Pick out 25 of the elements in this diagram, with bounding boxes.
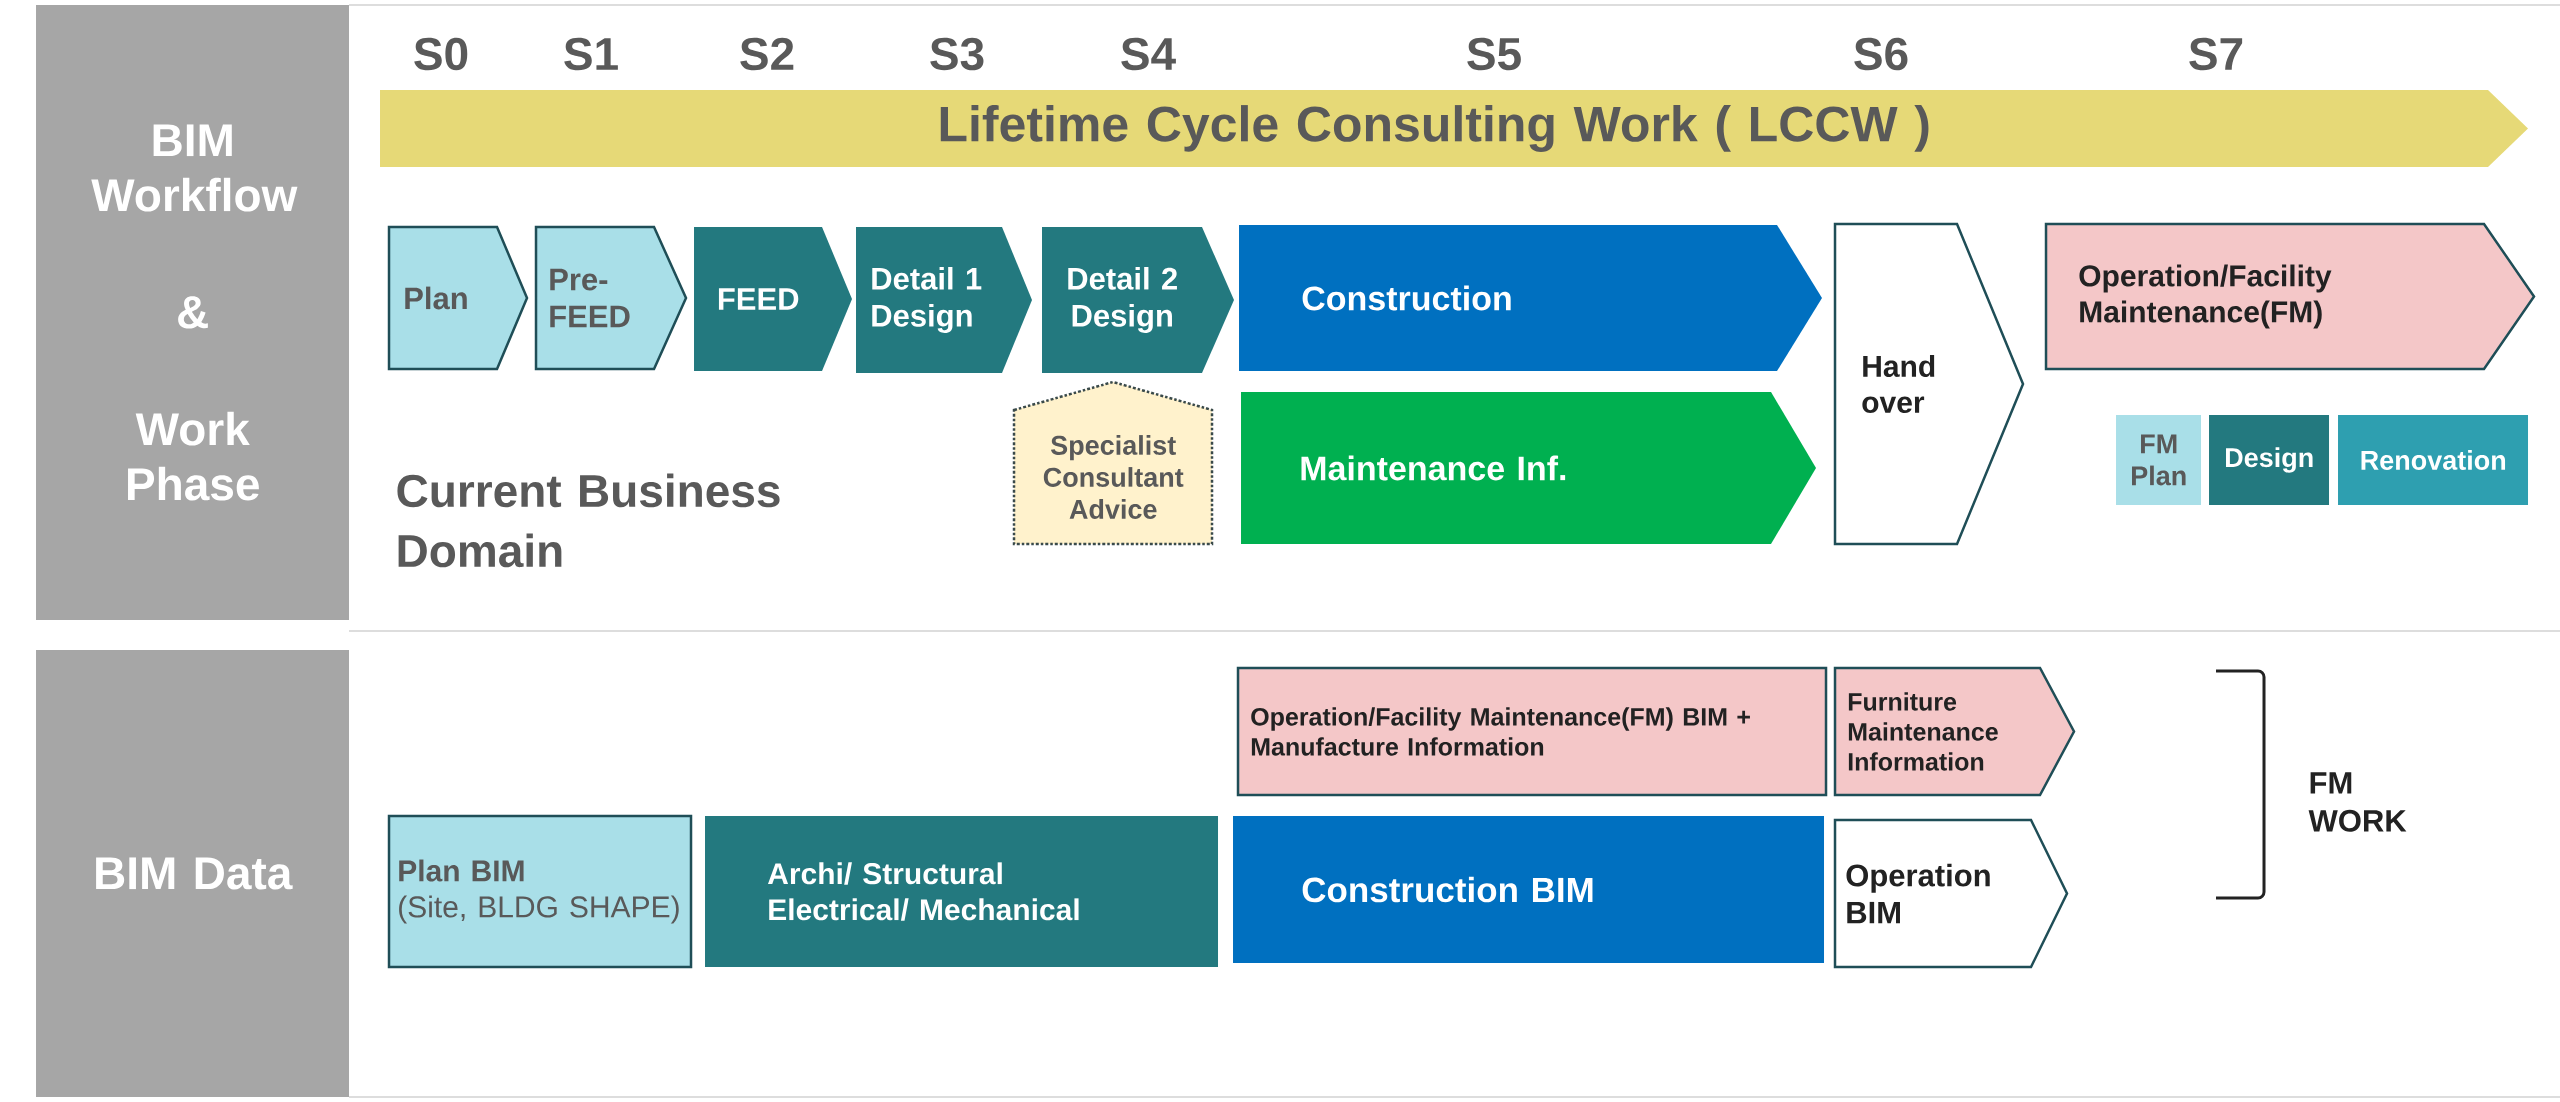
phase-box: Operation/Facility Maintenance(FM) — [2044, 222, 2536, 371]
stage-label: S0 — [414, 37, 468, 71]
phase-band: BIM Workflow & Work Phase — [36, 5, 349, 620]
data-box: Operation BIM — [1833, 818, 2069, 969]
phase-box: Detail 1 Design — [856, 227, 1032, 373]
phase-box: Detail 2 Design — [1042, 227, 1234, 373]
task-box: Design — [2209, 415, 2329, 505]
data-box: Furniture Maintenance Information — [1833, 666, 2076, 797]
data-box: Archi/ Structural Electrical/ Mechanical — [705, 816, 1218, 967]
phase-box: Maintenance Inf. — [1241, 392, 1816, 544]
task-box: Renovation — [2338, 415, 2528, 505]
data-box: Operation/Facility Maintenance(FM) BIM + Manufacture Information — [1236, 666, 1828, 797]
phase-box: Hand over — [1833, 222, 2025, 546]
phase-box: Pre-FEED — [534, 225, 688, 371]
data-band: BIM Data — [36, 650, 349, 1097]
timeline-banner: Lifetime Cycle Consulting Work ( LCCW ) — [380, 90, 2528, 167]
group-label: FM WORK — [2308, 772, 2407, 832]
phase-box: Plan — [387, 225, 529, 371]
data-box: Construction BIM — [1233, 816, 1824, 963]
consultant-tag: Specialist Consultant Advice — [1012, 380, 1214, 546]
domain-label: Current Business Domain — [397, 473, 780, 568]
data-box: Plan BIM (Site, BLDG SHAPE) — [387, 814, 693, 969]
phase-box: FEED — [694, 227, 852, 371]
phase-box: Construction — [1239, 225, 1822, 371]
task-box: FM Plan — [2116, 415, 2201, 505]
